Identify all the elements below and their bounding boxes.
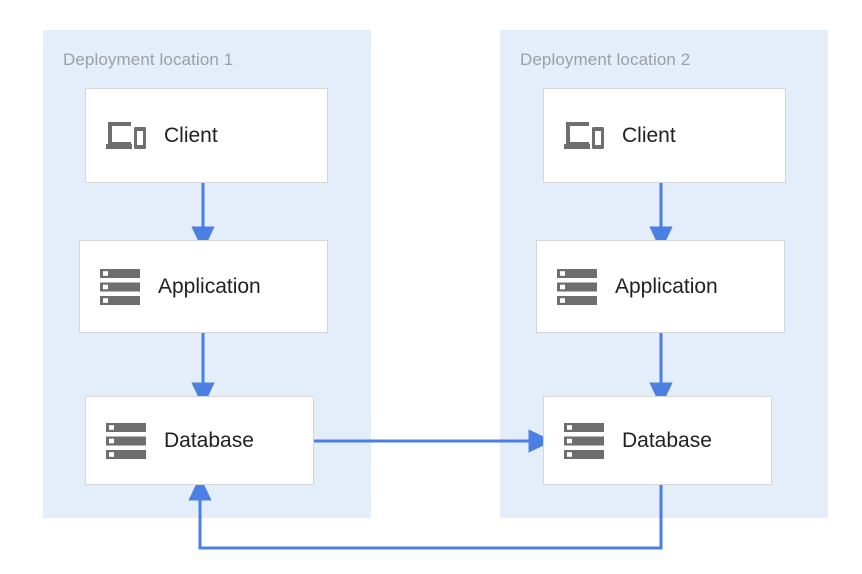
server-stack-icon (104, 419, 148, 463)
node-application-1[interactable]: Application (79, 240, 328, 333)
node-client-1[interactable]: Client (85, 88, 328, 183)
node-client-1-label: Client (164, 123, 218, 147)
node-database-2[interactable]: Database (543, 396, 772, 485)
deployment-zone-2-title: Deployment location 2 (520, 50, 691, 69)
node-database-1[interactable]: Database (85, 396, 314, 485)
node-database-1-label: Database (164, 428, 254, 452)
server-stack-icon (562, 419, 606, 463)
node-application-2-label: Application (615, 274, 718, 298)
node-client-2[interactable]: Client (543, 88, 786, 183)
devices-icon (104, 114, 148, 158)
server-stack-icon (98, 265, 142, 309)
devices-icon (562, 114, 606, 158)
node-client-2-label: Client (622, 123, 676, 147)
node-application-1-label: Application (158, 274, 261, 298)
node-application-2[interactable]: Application (536, 240, 785, 333)
server-stack-icon (555, 265, 599, 309)
node-database-2-label: Database (622, 428, 712, 452)
deployment-zone-1-title: Deployment location 1 (63, 50, 234, 69)
